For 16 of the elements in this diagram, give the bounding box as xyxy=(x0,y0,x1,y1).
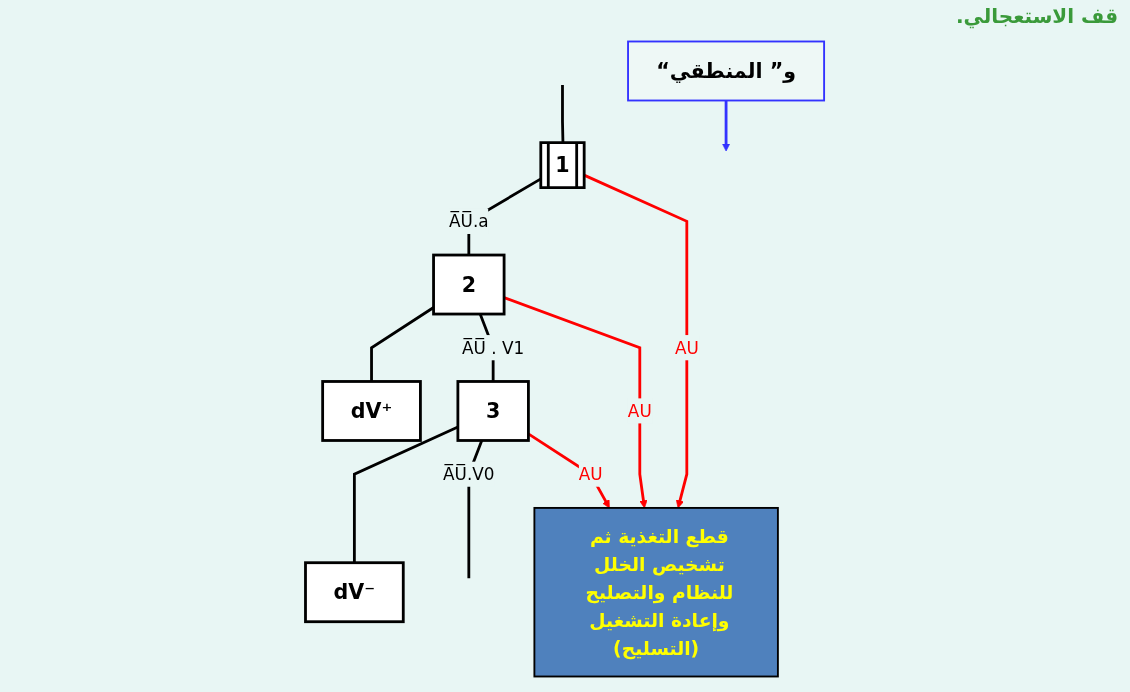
connector xyxy=(353,425,459,563)
node-box: 3 xyxy=(456,380,531,442)
edge-label: AU xyxy=(675,337,699,358)
arrow xyxy=(584,174,689,509)
node-box: dV⁺ xyxy=(321,380,423,442)
node-box: 2 xyxy=(432,253,506,316)
node-box: dV⁻ xyxy=(304,561,405,624)
node-box: “و” المنطقي xyxy=(627,40,826,102)
note-text: قف الاستعجالي. xyxy=(956,4,1118,28)
edge-label: A̅U̅.V0 xyxy=(443,464,495,485)
edge-label: AU xyxy=(628,401,652,421)
edge-label: A̅U̅.a xyxy=(449,211,489,232)
node-box: قطع التغذية ثم تشخيص الخلل للنظام والتصليح وإعادة التشغيل (التسليح) xyxy=(533,507,780,678)
arrow xyxy=(722,100,731,152)
edge-label: AU xyxy=(578,464,603,485)
edge-label: A̅U̅ . V1 xyxy=(462,337,525,358)
